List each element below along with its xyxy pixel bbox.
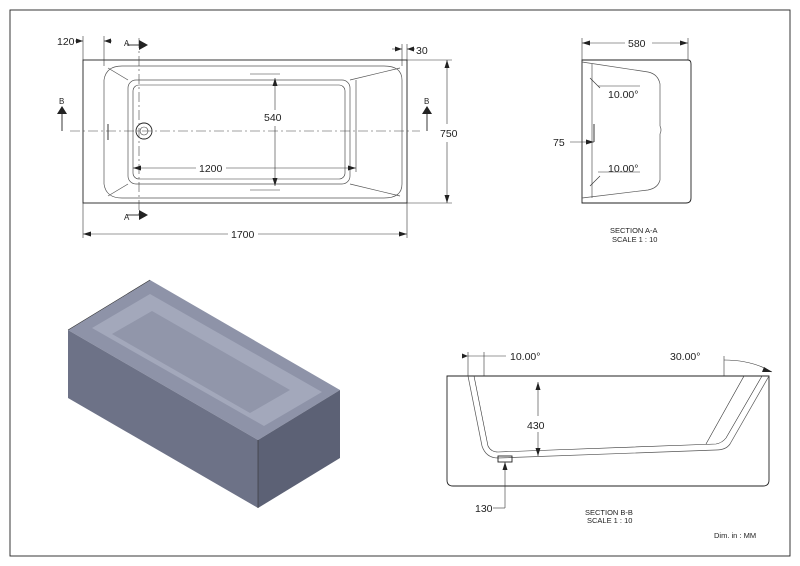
- dim-750: 750: [440, 128, 458, 140]
- iso-front-face: [68, 330, 258, 508]
- section-bb-basin: [467, 375, 770, 459]
- dim-130: 130: [475, 503, 493, 515]
- section-aa-title: SECTION A-A: [610, 226, 658, 235]
- units-note: Dim. in : MM: [714, 531, 756, 540]
- tub-basin-floor-inner: [132, 84, 346, 180]
- iso-side-face: [258, 390, 340, 508]
- angle-bb-right: 30.00°: [670, 351, 700, 363]
- section-a-label-top: A: [124, 39, 130, 48]
- section-b-label-left: B: [59, 97, 64, 106]
- tub-inner-rim: [103, 65, 403, 199]
- section-bb-outline: [446, 375, 770, 487]
- top-view: A A B B 1700 750 1200: [57, 36, 458, 241]
- dim-580: 580: [628, 38, 646, 50]
- section-aa-outline: [581, 59, 692, 204]
- sheet-border: [9, 9, 791, 557]
- angle-aa-top: 10.00°: [608, 89, 638, 101]
- iso-basin-floor: [112, 311, 290, 413]
- section-bb-title: SECTION B-B: [585, 508, 633, 517]
- dim-430: 430: [527, 420, 545, 432]
- dim-75: 75: [553, 137, 565, 149]
- dim-30: 30: [416, 45, 428, 57]
- dim-540: 540: [264, 112, 282, 124]
- section-aa-scale: SCALE 1 : 10: [612, 235, 657, 244]
- isometric-view: [67, 279, 340, 508]
- tub-basin-floor: [127, 79, 351, 185]
- section-b-label-right: B: [424, 97, 429, 106]
- section-bb-view: 10.00° 30.00° 430 130 SECTION B-B SCALE …: [446, 351, 773, 525]
- dim-1200: 1200: [199, 163, 223, 175]
- section-aa-view: 580 10.00° 10.00° 75 SECTION A-A SCALE 1…: [553, 38, 692, 244]
- tub-outline-top: [82, 59, 408, 204]
- angle-aa-bottom: 10.00°: [608, 163, 638, 175]
- dim-1700: 1700: [231, 229, 255, 241]
- section-aa-basin: [581, 61, 662, 199]
- dim-120: 120: [57, 36, 75, 48]
- drain-stub: [497, 455, 513, 463]
- section-bb-scale: SCALE 1 : 10: [587, 516, 632, 525]
- angle-bb-left: 10.00°: [510, 351, 540, 363]
- section-a-label-bottom: A: [124, 213, 130, 222]
